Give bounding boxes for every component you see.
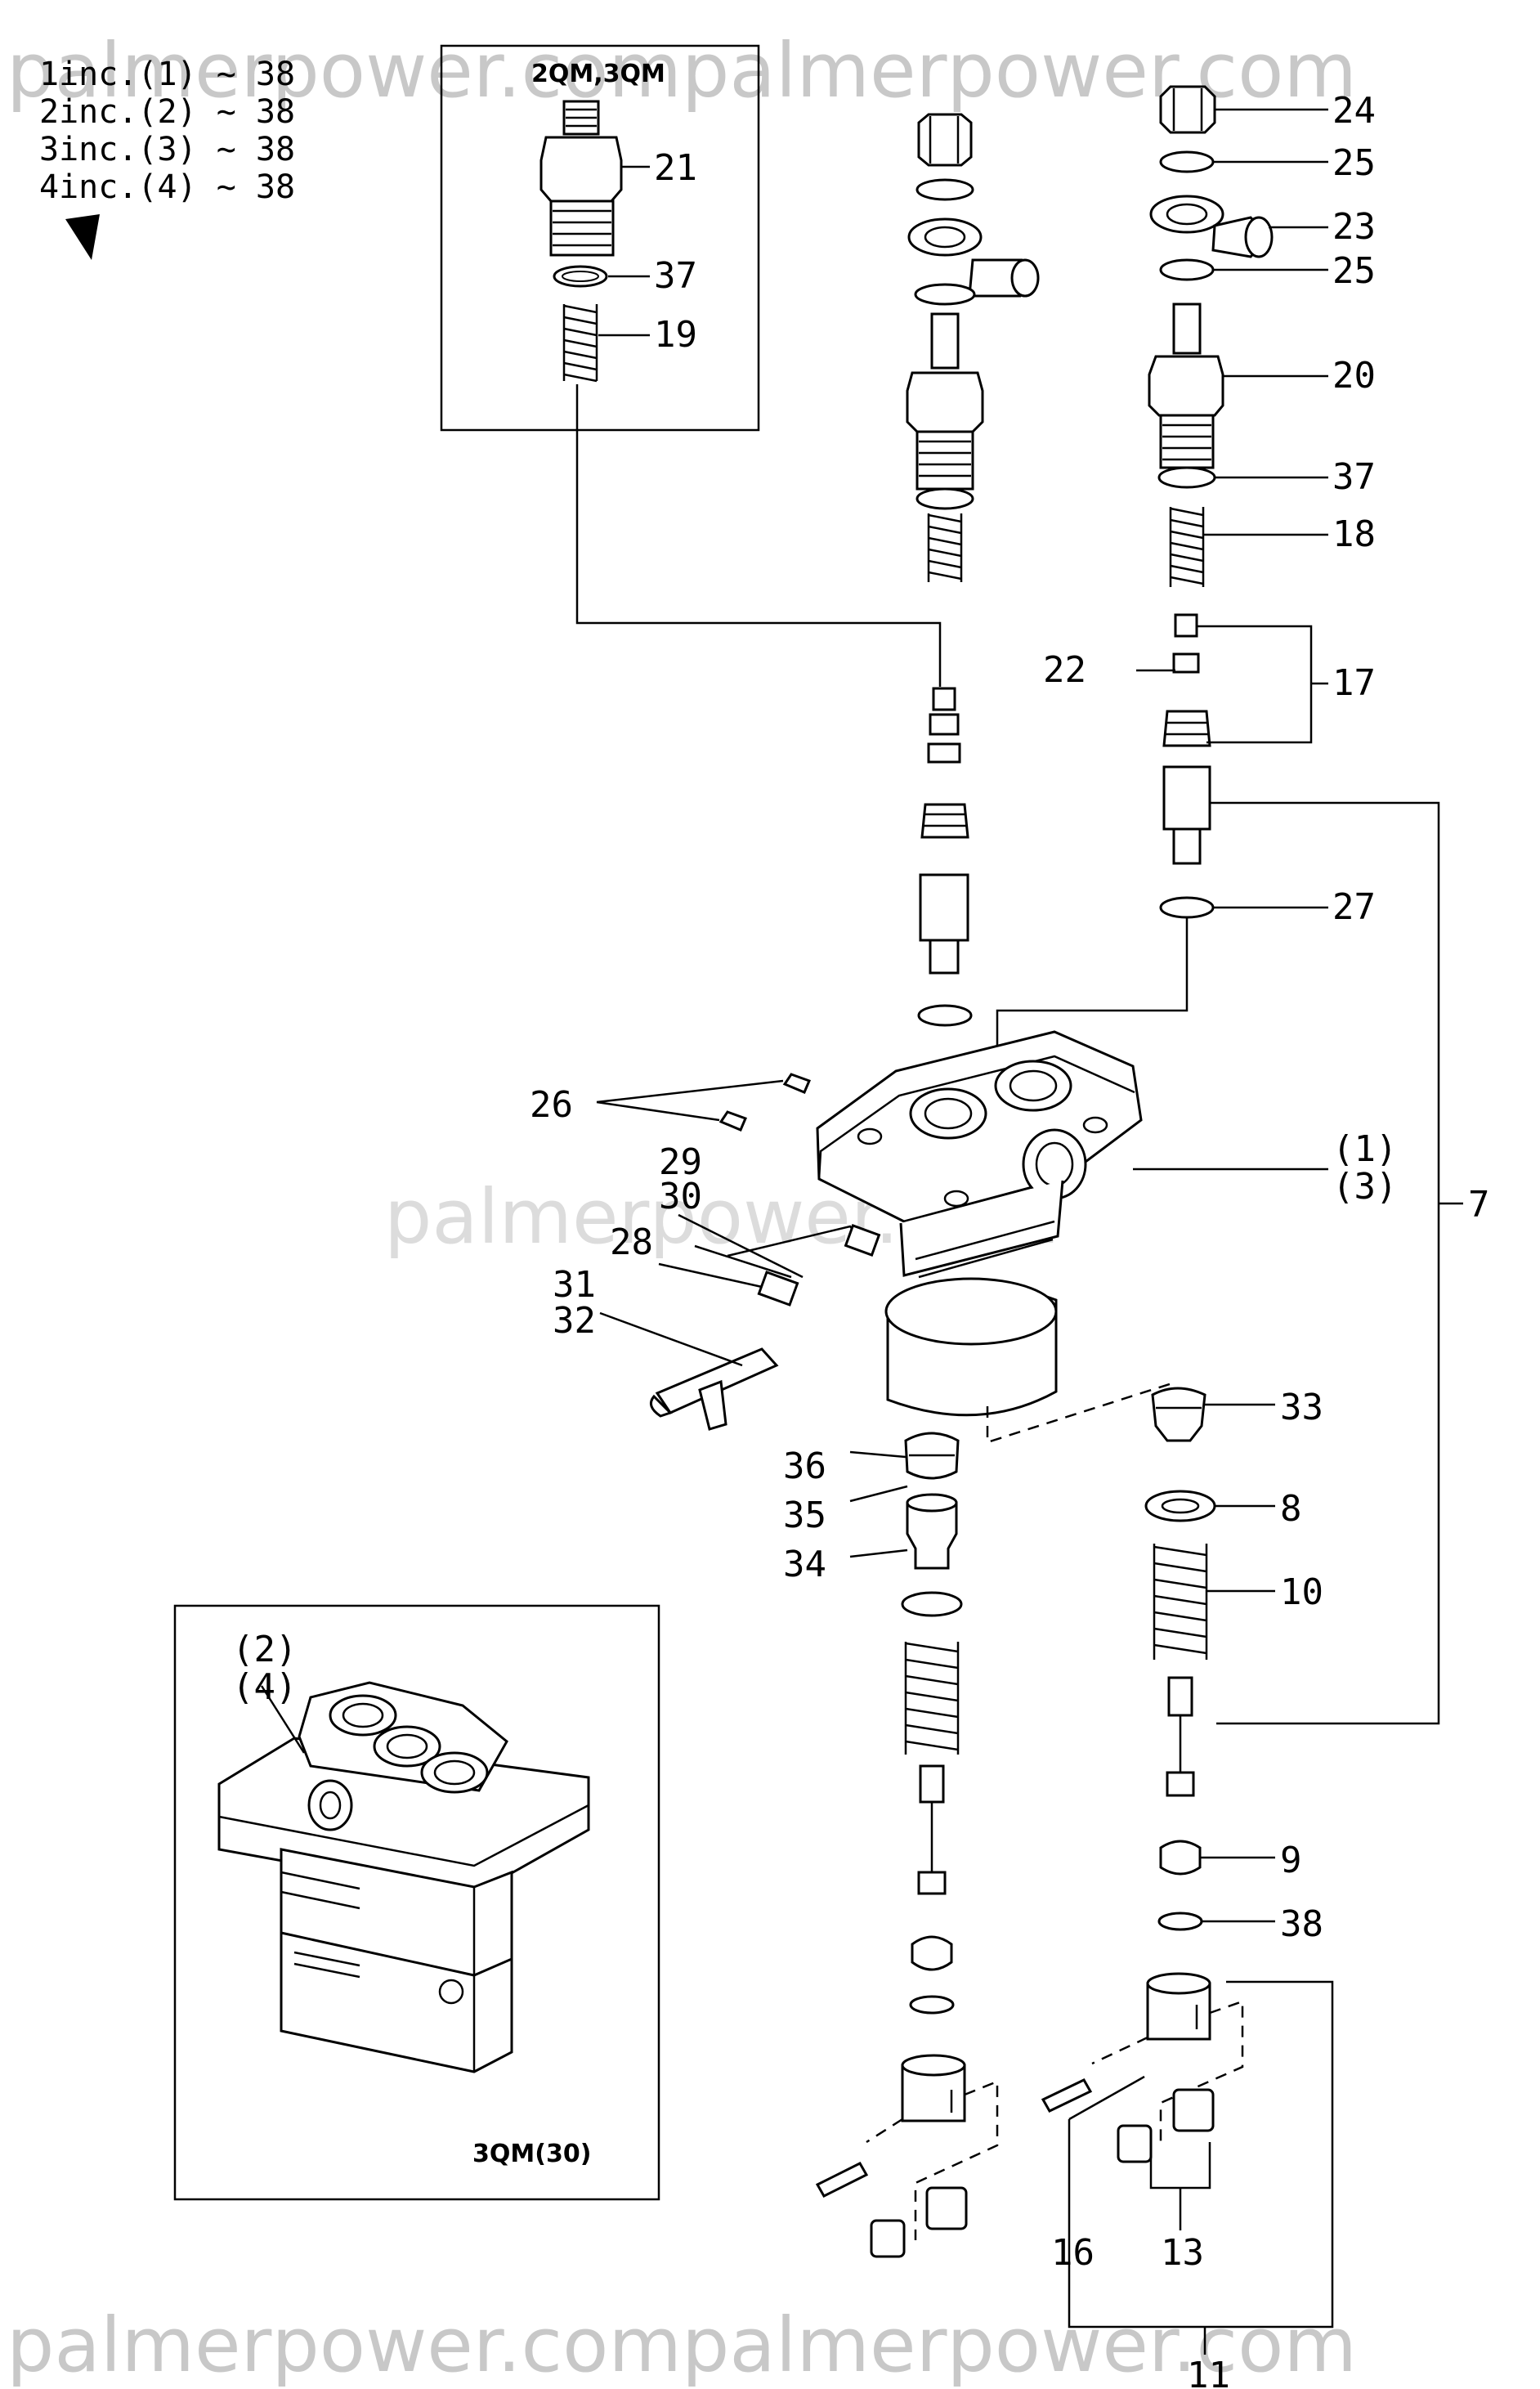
- callout-11: 11: [1187, 2355, 1230, 2389]
- callout-18: 18: [1332, 513, 1376, 555]
- callout-10: 10: [1280, 1571, 1323, 1613]
- callout-33: 33: [1280, 1387, 1323, 1428]
- left-lower-stack: [815, 1432, 999, 2258]
- pointer-arrow-icon: [65, 214, 100, 260]
- right-lower-stack: [1041, 1387, 1334, 2355]
- callout-28: 28: [610, 1221, 653, 1263]
- callout-32: 32: [553, 1300, 596, 1342]
- callout-9: 9: [1280, 1840, 1302, 1881]
- callout-22: 22: [1043, 649, 1086, 691]
- callout-20: 20: [1332, 355, 1376, 397]
- inset-top-title: 2QM,3QM: [531, 60, 665, 88]
- callout-38: 38: [1280, 1903, 1323, 1945]
- callout-4: (4): [232, 1666, 297, 1708]
- left-small-parts: [596, 1073, 881, 1431]
- middle-column-stack: [906, 113, 1040, 1027]
- callout-37-inset: 37: [654, 255, 697, 297]
- callout-8: 8: [1280, 1488, 1302, 1530]
- callout-37: 37: [1332, 456, 1376, 498]
- callout-2: (2): [232, 1629, 297, 1670]
- callout-17: 17: [1332, 662, 1376, 704]
- callout-16: 16: [1051, 2232, 1095, 2274]
- watermark-bottom: palmerpower.compalmerpower.com: [7, 2302, 1357, 2389]
- callout-3: (3): [1332, 1166, 1397, 1208]
- inclusion-line-3: 3inc.(3) ~ 38: [39, 131, 295, 168]
- inclusion-line-4: 4inc.(4) ~ 38: [39, 168, 295, 206]
- callout-29: 29: [659, 1141, 702, 1183]
- pump-housing: [816, 1030, 1328, 1417]
- callout-36: 36: [783, 1446, 826, 1487]
- callout-35: 35: [783, 1495, 826, 1536]
- callout-25-bottom: 25: [1332, 250, 1376, 292]
- callout-23: 23: [1332, 206, 1376, 248]
- right-column-stack: [996, 85, 1463, 1725]
- inset-3qm-30: (2) (4) 3QM(30): [173, 1604, 660, 2201]
- inclusion-line-1: 1inc.(1) ~ 38: [39, 56, 295, 93]
- callout-25-top: 25: [1332, 142, 1376, 184]
- callout-34: 34: [783, 1544, 826, 1585]
- inset-bottom-title: 3QM(30): [472, 2140, 591, 2168]
- callout-13: 13: [1161, 2232, 1204, 2274]
- callout-19: 19: [654, 314, 697, 356]
- callout-31: 31: [553, 1264, 596, 1306]
- callout-7: 7: [1468, 1184, 1490, 1226]
- callout-24: 24: [1332, 90, 1376, 132]
- inclusion-line-2: 2inc.(2) ~ 38: [39, 93, 295, 131]
- inclusion-legend: 1inc.(1) ~ 38 2inc.(2) ~ 38 3inc.(3) ~ 3…: [39, 56, 295, 260]
- inset-2qm-3qm: 2QM,3QM 21 37 19: [440, 44, 760, 432]
- callout-27: 27: [1332, 886, 1376, 928]
- callout-1: (1): [1332, 1128, 1397, 1170]
- callout-30: 30: [659, 1176, 702, 1217]
- watermark-top: palmerpower.compalmerpower.com: [7, 27, 1357, 114]
- callout-26: 26: [530, 1084, 573, 1126]
- callout-21: 21: [654, 147, 697, 189]
